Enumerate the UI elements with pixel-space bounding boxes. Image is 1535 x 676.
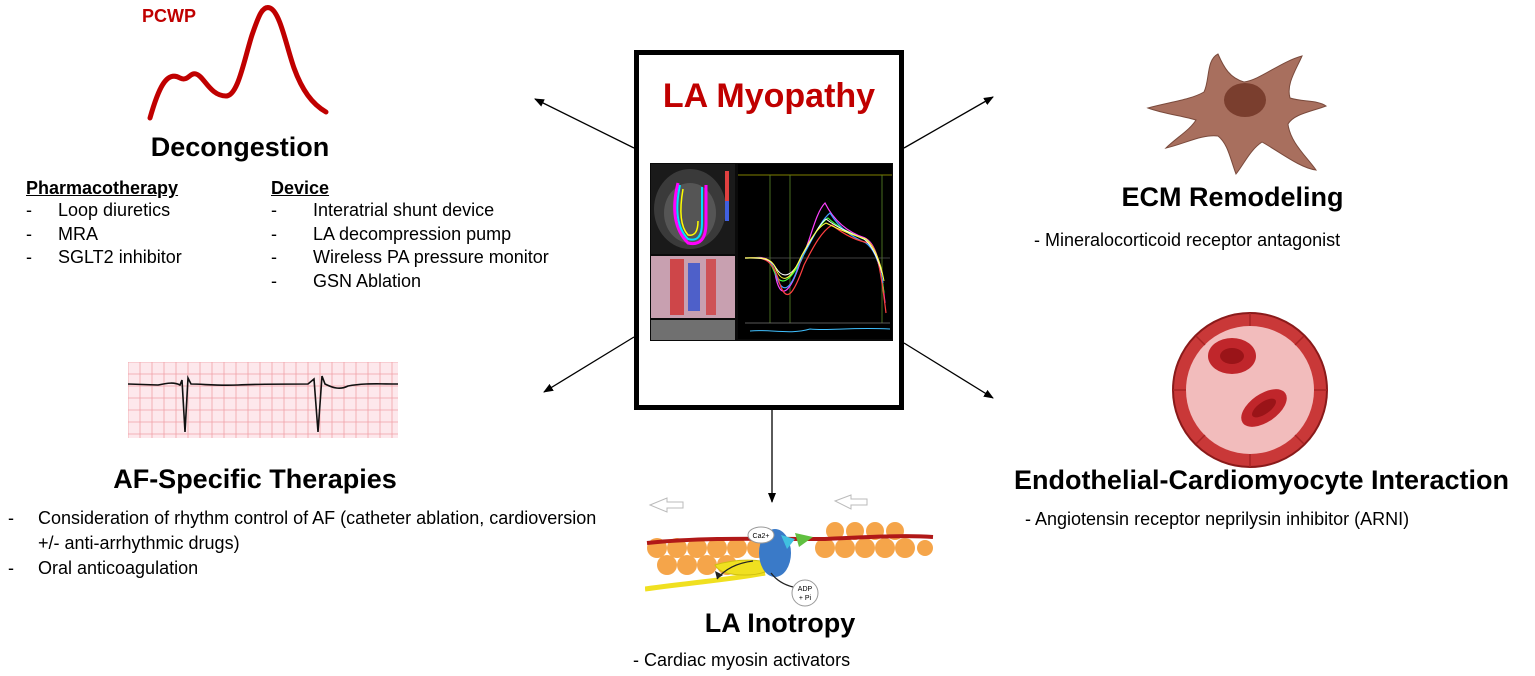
la-myopathy-box: LA Myopathy <box>634 50 904 410</box>
list-item: -Consideration of rhythm control of AF (… <box>8 508 597 553</box>
list-item: -Interatrial shunt device <box>271 200 495 220</box>
endothelial-title: Endothelial-Cardiomyocyte Interaction <box>1013 465 1510 495</box>
adp-label: ADP <box>798 586 813 593</box>
pi-label: + Pi <box>799 595 812 602</box>
list-item: -MRA <box>26 223 98 244</box>
calcium-label: Ca2+ <box>753 533 770 540</box>
list-item: -Loop diuretics <box>26 200 171 220</box>
pcwp-waveform <box>147 5 329 121</box>
device-header: Device <box>271 178 330 198</box>
list-item: -LA decompression pump <box>271 223 512 244</box>
ecm-title: ECM Remodeling <box>1121 182 1344 212</box>
af-title: AF-Specific Therapies <box>113 464 397 494</box>
inotropy-title: LA Inotropy <box>704 608 856 638</box>
list-item: -Wireless PA pressure monitor <box>271 247 549 267</box>
pharmacotherapy-header: Pharmacotherapy <box>26 178 179 198</box>
strain-echo-image <box>650 163 893 341</box>
arrow-to-endothelial <box>903 342 994 399</box>
pcwp-label: PCWP <box>142 6 196 26</box>
device-list: -Interatrial shunt device -LA decompress… <box>271 199 549 293</box>
arrow-to-ecm <box>903 96 994 149</box>
af-list: -Consideration of rhythm control of AF (… <box>8 506 598 581</box>
list-item: -GSN Ablation <box>271 270 422 291</box>
myosin-actin-icon: Ca2+ ADP + Pi <box>645 494 934 607</box>
pharmacotherapy-list: -Loop diuretics -MRA -SGLT2 inhibitor <box>26 199 182 270</box>
list-item: -Oral anticoagulation <box>8 558 199 578</box>
blood-vessel-rbc-icon <box>1172 312 1328 468</box>
list-item: -SGLT2 inhibitor <box>26 247 182 267</box>
ecm-item: - Mineralocorticoid receptor antagonist <box>1034 230 1341 250</box>
main-title: LA Myopathy <box>662 77 876 115</box>
decongestion-title: Decongestion <box>150 132 330 162</box>
endothelial-item: - Angiotensin receptor neprilysin inhibi… <box>1025 509 1410 529</box>
fibroblast-cell-icon <box>1146 53 1328 175</box>
arrow-to-af <box>543 336 635 393</box>
ecg-strip-icon <box>128 362 398 438</box>
device-section: Device -Interatrial shunt device -LA dec… <box>271 178 549 293</box>
arrow-to-decongestion <box>534 98 635 149</box>
inotropy-item: - Cardiac myosin activators <box>633 650 851 670</box>
pharmacotherapy-section: Pharmacotherapy -Loop diuretics -MRA -SG… <box>26 178 182 270</box>
